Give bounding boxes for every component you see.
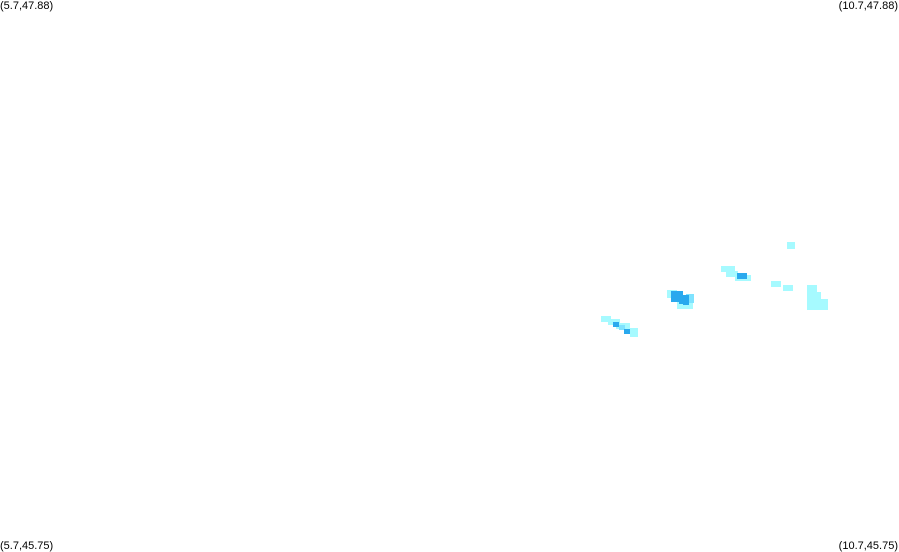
data-cluster — [807, 285, 828, 310]
data-cell-light — [624, 328, 638, 333]
corner-coordinate-bottom-left: (5.7,45.75) — [0, 540, 54, 552]
data-cell-medium — [686, 294, 694, 303]
data-cell-strong — [613, 322, 619, 327]
data-cell-light — [787, 242, 795, 249]
data-cluster — [601, 316, 638, 337]
corner-coordinate-top-right: (10.7,47.88) — [838, 0, 898, 12]
data-cell-light — [630, 332, 638, 337]
data-cell-light — [783, 285, 793, 291]
data-cell-medium — [619, 325, 625, 330]
data-cell-light — [726, 271, 738, 277]
data-cell-light — [807, 292, 821, 300]
data-cluster — [667, 290, 694, 309]
data-cell-light — [721, 266, 735, 272]
data-cell-light — [807, 299, 828, 310]
data-cell-strong — [624, 329, 630, 334]
corner-coordinate-top-left: (5.7,47.88) — [0, 0, 54, 12]
corner-coordinate-bottom-right: (10.7,45.75) — [838, 540, 898, 552]
data-cell-strong — [683, 299, 689, 305]
data-cell-light — [807, 285, 817, 293]
data-cluster — [721, 266, 751, 281]
data-cell-light — [601, 316, 611, 322]
data-cell-light — [771, 281, 781, 287]
data-cell-strong — [671, 291, 683, 302]
data-cell-strong — [737, 273, 747, 279]
